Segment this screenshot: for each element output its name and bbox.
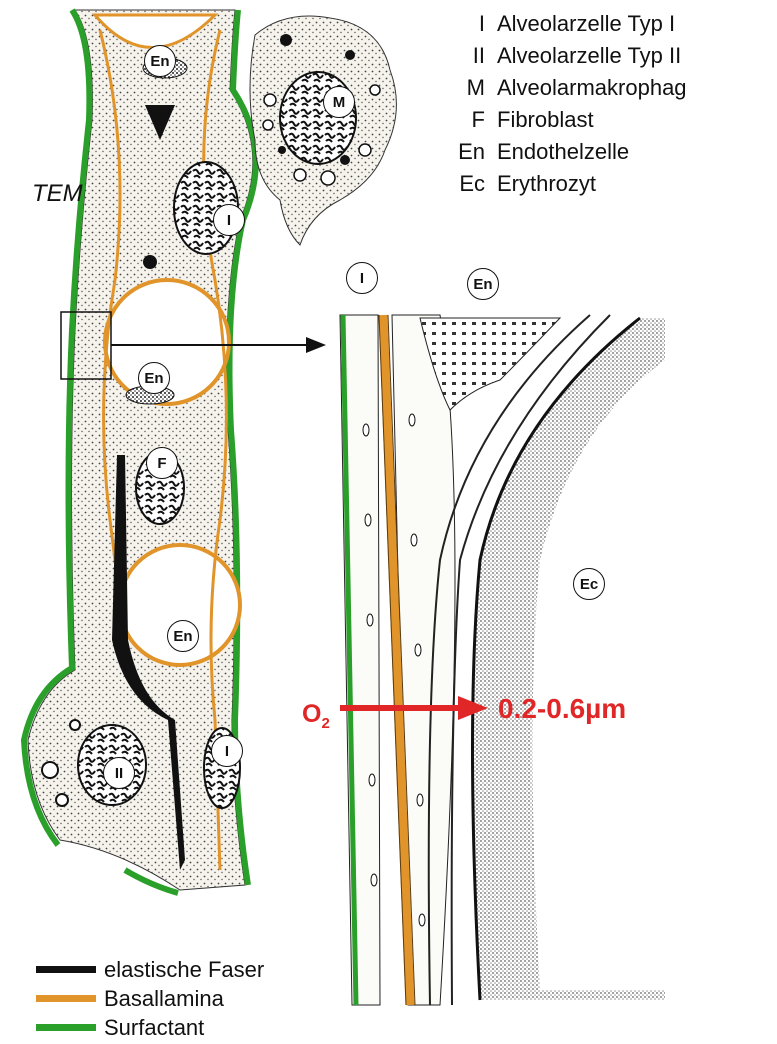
label-m: M xyxy=(323,86,355,118)
label-en-mid: En xyxy=(138,362,170,394)
granule xyxy=(370,85,380,95)
granule xyxy=(321,171,335,185)
label-f: F xyxy=(146,447,178,479)
vesicle xyxy=(367,614,373,626)
elastic-fiber-dot xyxy=(143,255,157,269)
vesicle xyxy=(365,514,371,526)
macrophage xyxy=(250,16,396,245)
elastic-fiber-swatch xyxy=(36,966,96,973)
granule xyxy=(263,120,273,130)
legend-name: Endothelzelle xyxy=(497,136,687,168)
granule xyxy=(345,50,355,60)
vesicle xyxy=(42,762,58,778)
legend-abbr: I xyxy=(430,8,497,40)
legend-name: Alveolarmakrophag xyxy=(497,72,687,104)
basal-lamina-swatch xyxy=(36,995,96,1002)
legend-abbr: II xyxy=(430,40,497,72)
label-ii: II xyxy=(103,757,135,789)
surfactant-swatch xyxy=(36,1024,96,1031)
granule xyxy=(359,144,371,156)
oxygen-symbol: O xyxy=(302,700,321,728)
vesicle xyxy=(56,794,68,806)
line-legend-label: Basallamina xyxy=(104,986,224,1012)
zoom-detail xyxy=(340,315,665,1005)
oxygen-label: O2 xyxy=(302,700,330,732)
label-zoom-en: En xyxy=(467,268,499,300)
label-zoom-i: I xyxy=(346,262,378,294)
legend-abbr: Ec xyxy=(430,168,497,200)
label-i-upper: I xyxy=(213,204,245,236)
line-legend-label: Surfactant xyxy=(104,1015,204,1041)
oxygen-subscript: 2 xyxy=(321,715,329,732)
vesicle xyxy=(411,534,417,546)
vesicle xyxy=(371,874,377,886)
legend-name: Alveolarzelle Typ I xyxy=(497,8,687,40)
method-label: TEM xyxy=(32,180,83,208)
granule xyxy=(280,34,292,46)
line-legend-item: Surfactant xyxy=(36,1013,264,1042)
legend-abbr: F xyxy=(430,104,497,136)
vesicle xyxy=(70,720,80,730)
granule xyxy=(278,146,286,154)
distance-label: 0.2-0.6µm xyxy=(498,693,626,725)
line-legend-label: elastische Faser xyxy=(104,957,264,983)
granule xyxy=(264,94,276,106)
vesicle xyxy=(417,794,423,806)
nucleus-m xyxy=(280,72,356,164)
line-legend-item: elastische Faser xyxy=(36,955,264,984)
label-zoom-ec: Ec xyxy=(573,568,605,600)
granule xyxy=(294,169,306,181)
line-legend-item: Basallamina xyxy=(36,984,264,1013)
label-en-top: En xyxy=(144,45,176,77)
vesicle xyxy=(419,914,425,926)
vesicle xyxy=(363,424,369,436)
legend-name: Alveolarzelle Typ II xyxy=(497,40,687,72)
vesicle xyxy=(415,644,421,656)
label-i-lower: I xyxy=(211,735,243,767)
line-legend: elastische Faser Basallamina Surfactant xyxy=(36,955,264,1042)
legend-abbr: En xyxy=(430,136,497,168)
granule xyxy=(340,155,350,165)
vesicle xyxy=(369,774,375,786)
label-en-low: En xyxy=(167,620,199,652)
zoom-arrow-head xyxy=(306,337,326,353)
legend-name: Erythrozyt xyxy=(497,168,687,200)
legend-abbr: M xyxy=(430,72,497,104)
vesicle xyxy=(409,414,415,426)
legend-name: Fibroblast xyxy=(497,104,687,136)
